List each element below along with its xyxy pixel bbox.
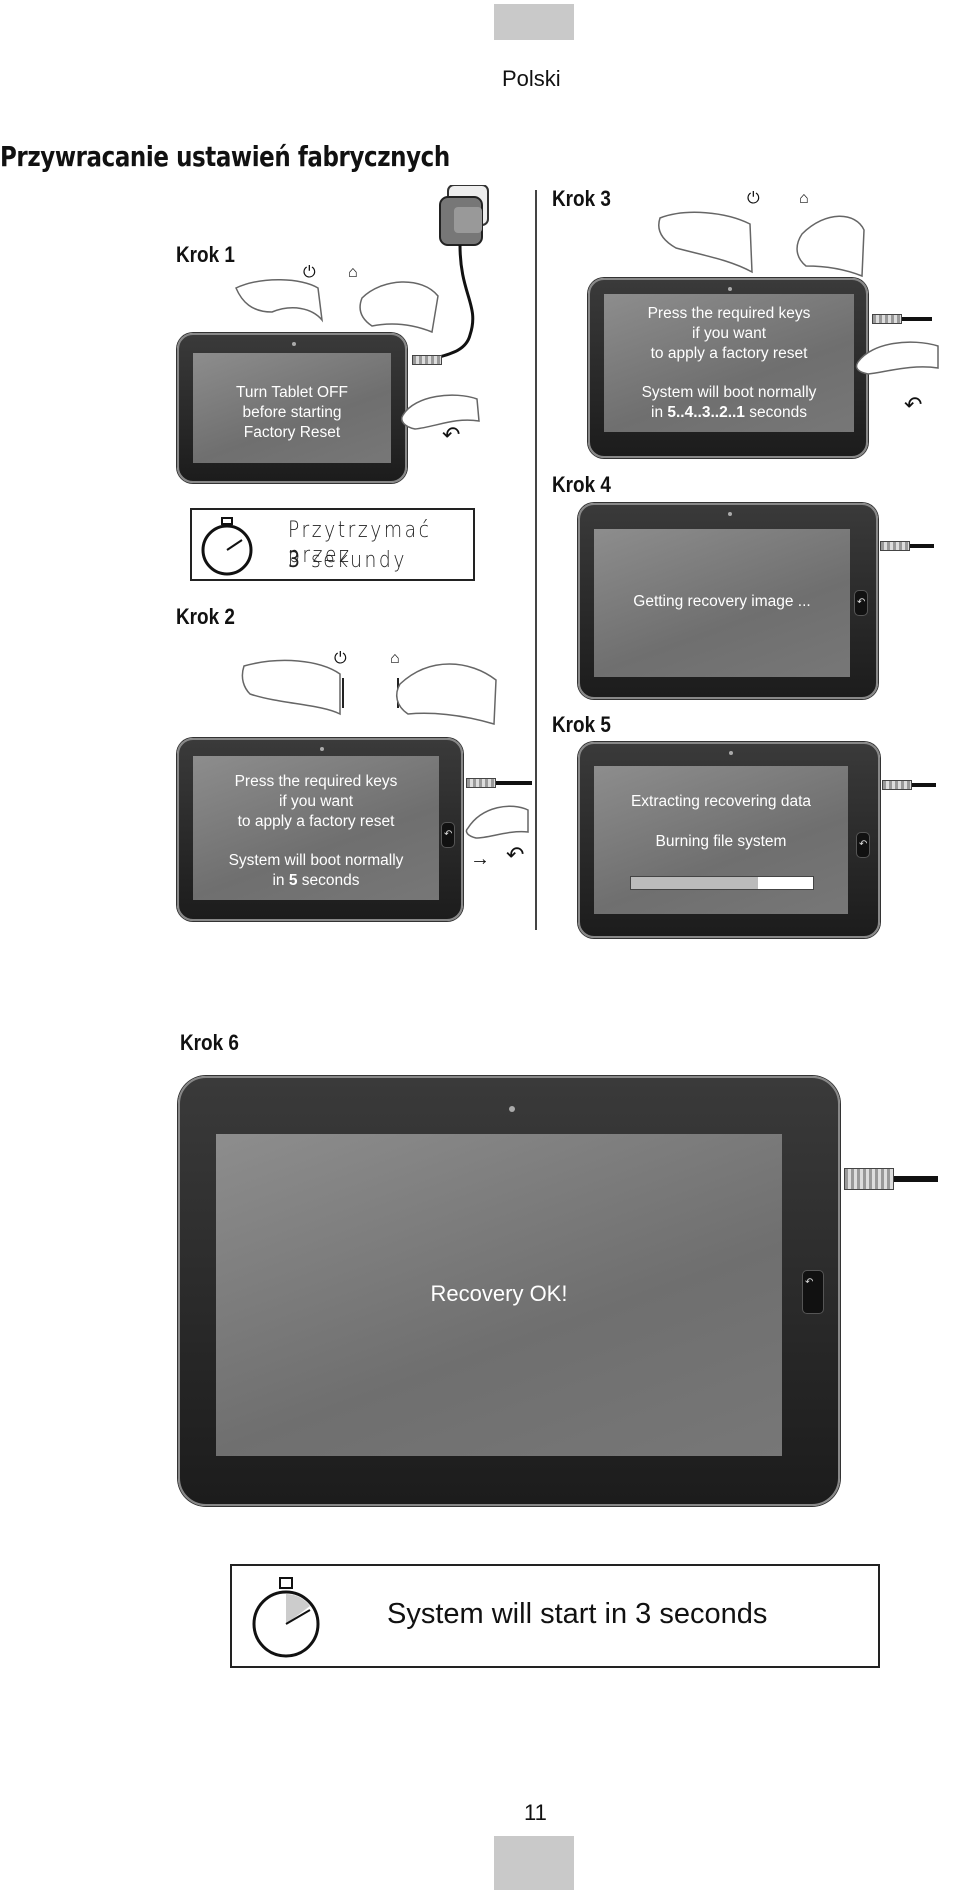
screen-line: System will boot normally — [228, 852, 404, 869]
right-arrow-icon: → — [470, 848, 490, 870]
step-2-label: Krok 2 — [176, 604, 235, 629]
screen-line: before starting — [242, 404, 342, 421]
hands-step2 — [241, 659, 497, 725]
column-divider — [535, 190, 537, 930]
progress-fill — [631, 877, 759, 889]
tablet-step4: Getting recovery image ... — [578, 503, 878, 699]
screen-line: Burning file system — [655, 833, 787, 850]
back-icon: ↶ — [904, 392, 923, 417]
power-icon: ⏻ — [303, 264, 316, 281]
step-6-label: Krok 6 — [180, 1030, 239, 1055]
screen-line: Turn Tablet OFF — [236, 384, 348, 401]
screen-line: to apply a factory reset — [237, 813, 395, 830]
progress-bar — [630, 876, 814, 890]
tablet-step3-screen: Press the required keys if you want to a… — [604, 294, 854, 432]
tablet-step6: Recovery OK! — [178, 1076, 840, 1506]
step-5-label: Krok 5 — [552, 712, 611, 737]
stopwatch-icon — [252, 1577, 320, 1658]
stopwatch-icon — [201, 517, 253, 576]
tablet-step2: Press the required keys if you want to a… — [177, 738, 463, 921]
back-icon: ↶ — [506, 842, 525, 867]
tablet-camera — [292, 342, 296, 346]
tablet-step4-screen: Getting recovery image ... — [594, 529, 850, 677]
hands-step3 — [658, 211, 865, 278]
recovery-status: Recovery OK! — [430, 1281, 568, 1306]
screen-line: Extracting recovering data — [630, 793, 812, 810]
tablet-step5-screen: Extracting recovering data Burning file … — [594, 766, 848, 914]
step-1-label: Krok 1 — [176, 242, 235, 267]
screen-line: in 5..4..3..2..1 seconds — [651, 404, 807, 421]
screen-line: if you want — [278, 793, 354, 810]
hands-step1 — [235, 279, 439, 334]
hold-instruction-box: Przytrzymać przez 3 sekundy — [190, 508, 475, 581]
back-icon — [856, 832, 870, 858]
page-number: 11 — [524, 1800, 547, 1825]
home-icon: ⌂ — [799, 190, 809, 207]
page-title: Przywracanie ustawień fabrycznych — [0, 140, 450, 173]
tablet-step5: Extracting recovering data Burning file … — [578, 742, 880, 938]
screen-line: if you want — [691, 325, 767, 342]
back-icon — [802, 1270, 824, 1314]
screen-line: Factory Reset — [243, 424, 341, 441]
tablet-step1-screen: Turn Tablet OFF before starting Factory … — [193, 353, 391, 463]
screen-line: to apply a factory reset — [650, 345, 808, 362]
side-hand — [465, 805, 529, 839]
side-hand — [401, 394, 480, 430]
language-label: Polski — [502, 66, 561, 91]
hold-seconds: 3 — [288, 548, 303, 573]
side-hand — [855, 341, 939, 375]
tablet-step6-screen: Recovery OK! — [216, 1134, 782, 1456]
tablet-step3: Press the required keys if you want to a… — [588, 278, 868, 458]
start-notice-text: System will start in 3 seconds — [387, 1598, 768, 1630]
back-icon — [854, 590, 868, 616]
step-4-label: Krok 4 — [552, 472, 611, 497]
screen-line: System will boot normally — [641, 384, 817, 401]
hold-line-1: Przytrzymać przez — [288, 518, 432, 568]
back-icon: ↶ — [442, 422, 461, 447]
screen-line: Press the required keys — [234, 773, 398, 790]
start-notice-box: System will start in 3 seconds — [230, 1564, 880, 1668]
up-arrow — [342, 678, 344, 708]
step-3-label: Krok 3 — [552, 186, 611, 211]
tablet-step2-screen: Press the required keys if you want to a… — [193, 756, 439, 900]
back-icon — [441, 822, 455, 848]
screen-line: in 5 seconds — [272, 872, 360, 889]
hold-unit: sekundy — [302, 548, 407, 573]
hold-line-2: 3 sekundy — [288, 548, 407, 573]
footer-tab-marker — [494, 1836, 574, 1890]
tablet-step1: Turn Tablet OFF before starting Factory … — [177, 333, 407, 483]
screen-line: Getting recovery image ... — [633, 593, 811, 610]
home-icon: ⌂ — [348, 264, 358, 281]
screen-line: Press the required keys — [647, 305, 811, 322]
power-icon: ⏻ — [334, 650, 347, 667]
home-icon: ⌂ — [390, 650, 400, 667]
header-tab-marker — [494, 4, 574, 40]
power-icon: ⏻ — [747, 190, 760, 207]
